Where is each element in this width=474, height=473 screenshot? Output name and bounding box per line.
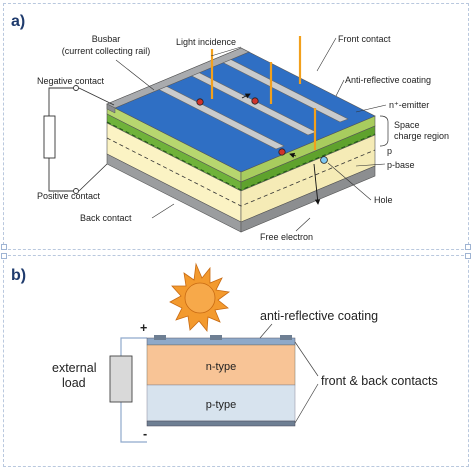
n-type-label: n-type [206,361,237,373]
sun-icon [169,262,231,333]
free-electron-label: Free electron [260,232,313,242]
front-contact-tab [210,335,222,340]
external-load-box [109,355,133,403]
light-incidence-label: Light incidence [176,37,236,47]
leader-line [355,163,386,167]
busbar-sublabel: (current collecting rail) [62,46,151,56]
panel-a-letter: a) [11,13,25,30]
carrier-arrow [313,163,321,205]
leader-line [327,162,372,201]
back-contact-label: Back contact [80,213,132,223]
negative-contact-label: Negative contact [37,76,105,86]
electron-particle [278,148,286,156]
negative-terminal [73,85,79,91]
leader-line [115,59,155,91]
back-contact-layer [146,420,296,427]
external-load-resistor [43,115,56,159]
carrier-arrow [241,93,251,99]
positive-contact-label: Positive contact [37,191,101,201]
anti-reflective-label: anti-reflective coating [260,309,378,323]
busbar-label: Busbar [92,34,121,44]
panel-a-solar-cell-3d: a) Busbar (current colle [1,3,471,250]
external-load-label: external [52,361,96,375]
p-base-label: p-base [387,160,415,170]
minus-terminal: - [143,427,147,441]
carrier-arrow [289,152,297,158]
hole-particle [320,156,328,164]
p-type-layer [146,384,296,422]
leader-line [355,104,387,113]
panel-corner-handle [1,244,7,250]
busbar-edge [106,103,116,114]
plus-terminal: + [140,321,147,335]
panel-b-solar-cell-schematic: b) + - n-type p-type anti-reflective coa… [1,253,471,467]
p-base-dashed-line [106,137,376,207]
junction-dashed-line [106,121,376,191]
panel-b-letter: b) [11,267,26,284]
space-charge-sublabel: charge region [394,131,449,141]
n-type-layer [146,344,296,386]
front-contact-tab [280,335,292,340]
panel-corner-handle [465,253,471,259]
p-label: p [387,146,392,156]
positive-lead [78,163,108,192]
back-contact-right-face [240,165,376,233]
leader-line [294,383,319,424]
leader-line [151,203,175,219]
space-charge-label: Space [394,120,420,130]
positive-terminal [73,188,79,194]
panel-corner-handle [1,253,7,259]
leader-line [259,323,273,339]
leader-line [335,79,345,97]
solar-cell-schematic-diagram: b) + - n-type p-type anti-reflective coa… [11,262,438,443]
electron-particle [196,98,204,106]
front-contact-label: Front contact [338,34,391,44]
leader-line [295,217,311,232]
p-type-label: p-type [206,399,237,411]
leader-line [210,46,242,57]
front-contact-tab [154,335,166,340]
external-load-sublabel: load [62,376,86,390]
anti-reflective-label: Anti-reflective coating [345,75,431,85]
hole-label: Hole [374,195,393,205]
solar-cell-3d-diagram: a) Busbar (current colle [11,13,449,242]
front-back-contacts-label: front & back contacts [321,374,438,388]
leader-line [316,37,337,72]
n-emitter-label: n⁺-emitter [389,100,429,110]
panel-corner-handle [465,244,471,250]
negative-lead [78,87,115,106]
leader-line [294,341,319,377]
space-charge-bracket [379,115,389,147]
electron-particle [251,97,259,105]
